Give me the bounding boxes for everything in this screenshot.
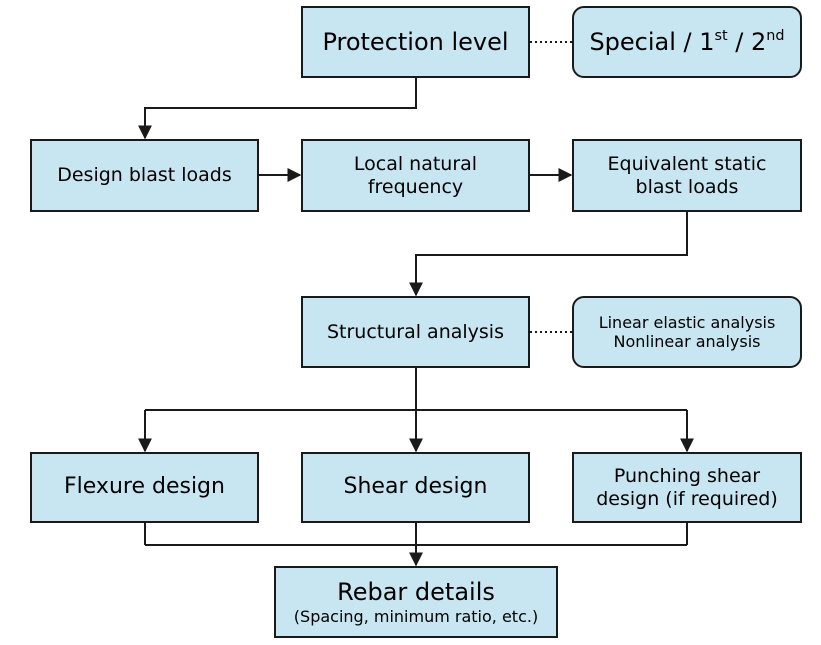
arrow-static-to-analysis [409,212,688,297]
shear-design-box: Shear design [301,452,530,523]
analysis-types-box: Linear elastic analysis Nonlinear analys… [572,296,802,368]
equivalent-static-line1: Equivalent static [607,152,767,175]
flexure-design-box: Flexure design [30,452,259,523]
rebar-details-subtitle: (Spacing, minimum ratio, etc.) [293,606,539,626]
arrow-protection-to-blast [138,78,417,140]
rebar-details-title: Rebar details [337,578,495,606]
design-blast-loads-label: Design blast loads [57,164,232,187]
structural-analysis-box: Structural analysis [301,296,530,368]
local-natural-frequency-line1: Local natural [353,152,478,175]
design-blast-loads-box: Design blast loads [30,139,259,212]
equivalent-static-line2: blast loads [635,175,739,198]
rebar-details-box: Rebar details (Spacing, minimum ratio, e… [274,566,558,638]
shear-design-label: Shear design [343,474,488,500]
protection-level-box: Protection level [301,6,530,78]
protection-class-box: Special / 1st / 2nd [572,6,802,78]
punching-shear-line2: design (if required) [596,487,778,510]
protection-level-label: Protection level [322,27,509,56]
punching-shear-line1: Punching shear [613,464,761,487]
protection-class-label: Special / 1st / 2nd [589,27,785,56]
flexure-design-label: Flexure design [64,474,225,500]
analysis-types-line1: Linear elastic analysis [598,312,776,332]
local-natural-frequency-line2: frequency [367,175,464,198]
structural-analysis-label: Structural analysis [326,320,504,343]
local-natural-frequency-box: Local natural frequency [301,139,530,212]
equivalent-static-blast-loads-box: Equivalent static blast loads [572,139,802,212]
analysis-types-line2: Nonlinear analysis [613,332,761,351]
punching-shear-design-box: Punching shear design (if required) [572,452,802,523]
